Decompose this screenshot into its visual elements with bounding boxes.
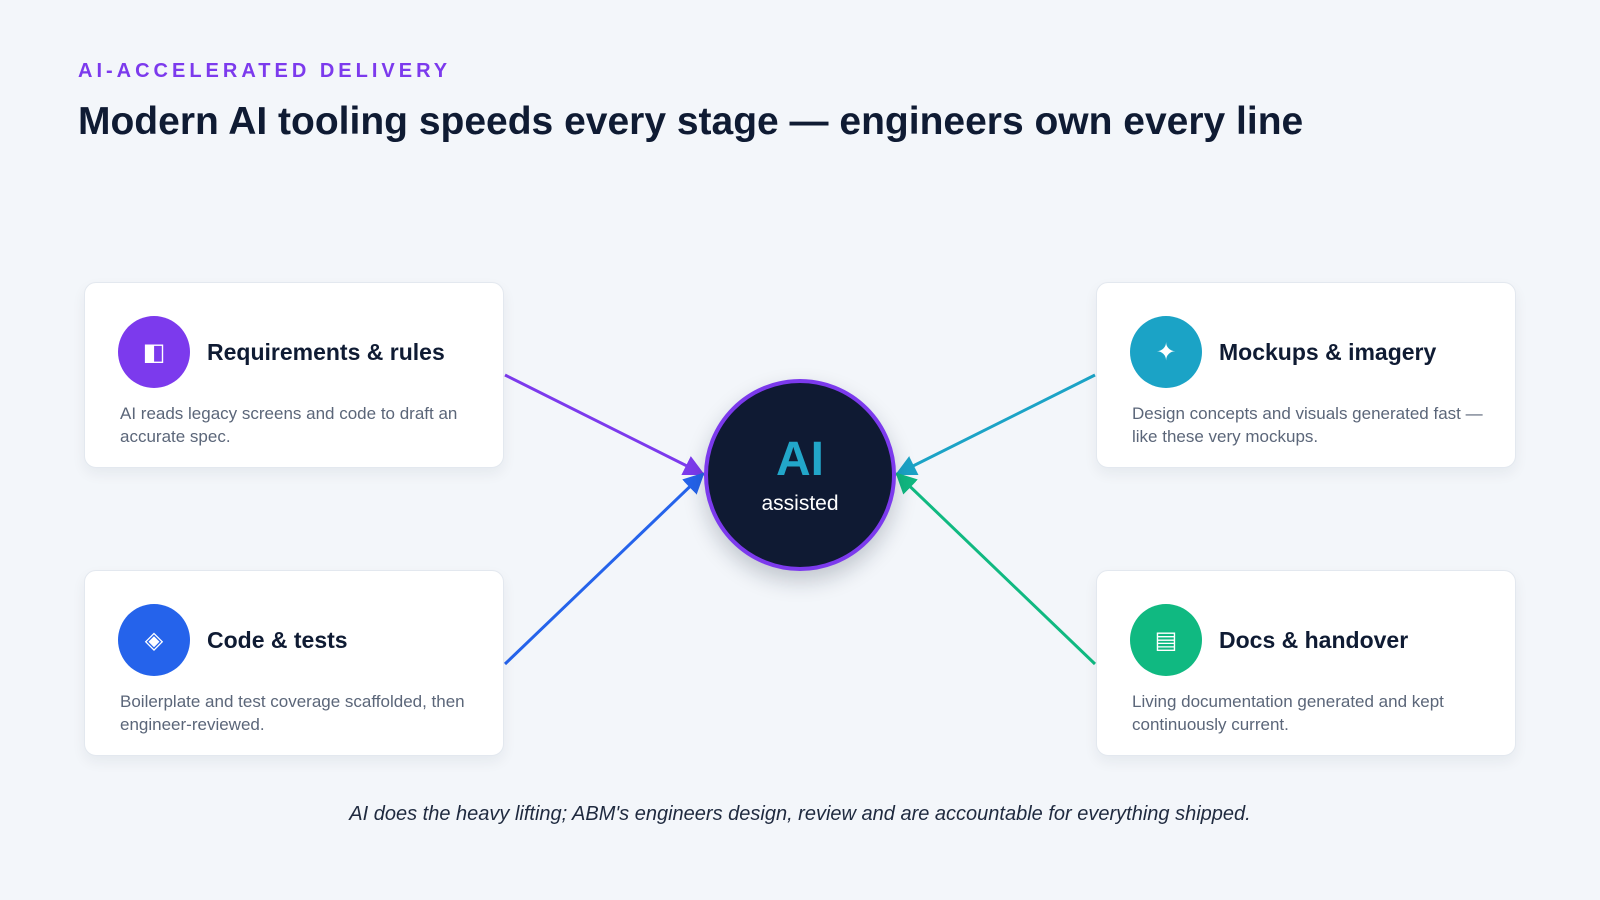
card-code-tests: ◈ Code & tests Boilerplate and test cove… [84,570,504,756]
hub-title: AI [776,433,824,486]
card-title: Mockups & imagery [1219,339,1437,365]
connector-code [503,472,705,666]
card-title: Requirements & rules [207,339,445,365]
sparkle-icon: ✦ [1130,316,1202,388]
document-lines-icon: ▤ [1130,604,1202,676]
page-title: Modern AI tooling speeds every stage — e… [78,100,1304,143]
card-description: Living documentation generated and kept … [1132,692,1444,734]
card-description: Design concepts and visuals generated fa… [1132,404,1483,446]
eyebrow-label: AI-ACCELERATED DELIVERY [78,60,452,82]
ai-hub: AI assisted [704,379,896,571]
diamond-code-icon: ◈ [118,604,190,676]
card-mockups: ✦ Mockups & imagery Design concepts and … [1096,282,1516,468]
card-description: AI reads legacy screens and code to draf… [120,404,458,446]
connector-requirements [504,373,705,476]
card-description: Boilerplate and test coverage scaffolded… [120,692,465,734]
document-panel-icon: ◧ [118,316,190,388]
connector-docs [895,472,1097,666]
card-title: Code & tests [207,627,348,653]
connector-mockups [895,373,1096,476]
hub-subtitle: assisted [761,492,839,515]
card-title: Docs & handover [1219,627,1409,653]
card-requirements: ◧ Requirements & rules AI reads legacy s… [84,282,504,468]
card-docs-handover: ▤ Docs & handover Living documentation g… [1096,570,1516,756]
footer-note: AI does the heavy lifting; ABM's enginee… [349,803,1251,825]
